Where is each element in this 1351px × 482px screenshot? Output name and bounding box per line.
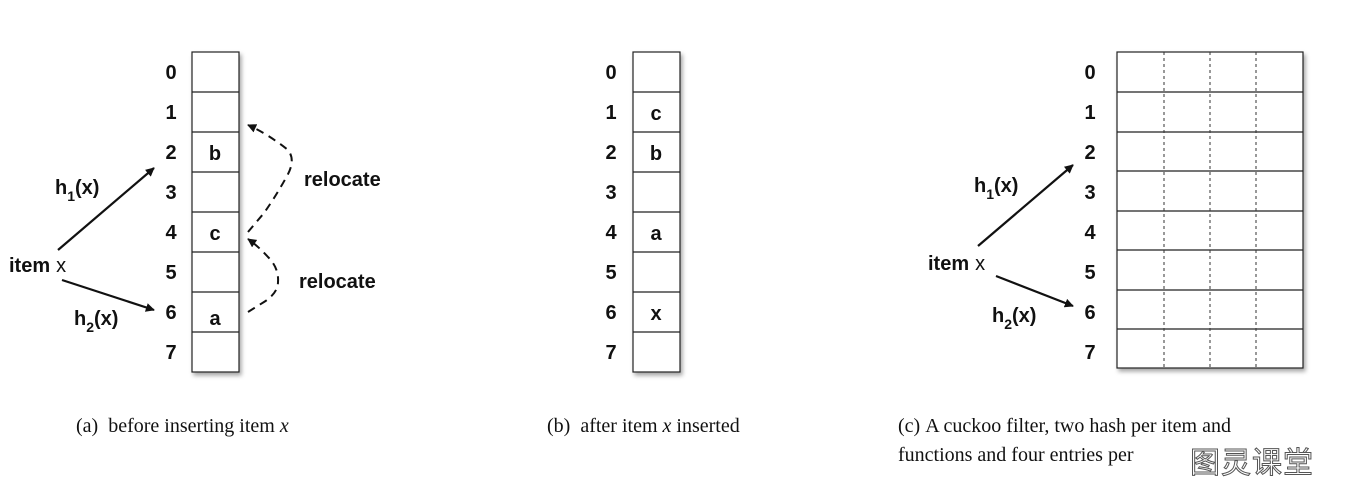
panel-b-cells: c b a x <box>650 103 663 325</box>
bucket-index: 3 <box>605 182 616 204</box>
caption-text: before inserting item <box>108 415 275 437</box>
h1-arrow <box>57 167 155 251</box>
h1-arrow <box>977 164 1074 247</box>
bucket-index: 7 <box>1084 342 1095 364</box>
relocate-arrow-lower <box>247 238 280 313</box>
bucket-index: 1 <box>605 102 616 124</box>
caption-b: (b) after item x inserted <box>547 412 740 441</box>
bucket-index: 5 <box>1084 262 1095 284</box>
bucket-index: 6 <box>605 302 616 324</box>
relocate-label: relocate <box>304 169 381 191</box>
bucket-index: 0 <box>165 62 176 84</box>
bucket-index: 0 <box>1084 62 1095 84</box>
bucket-index: 7 <box>165 342 176 364</box>
relocate-label: relocate <box>299 271 376 293</box>
caption-text: A cuckoo filter, two hash per item and <box>925 415 1231 437</box>
watermark: 图灵课堂 <box>1190 446 1314 482</box>
bucket-index: 4 <box>165 222 177 244</box>
panel-c-entry-dividers <box>1163 52 1257 368</box>
caption-a: (a) before inserting item x <box>76 412 289 441</box>
bucket-index: 7 <box>605 342 616 364</box>
panel-b-row-lines <box>633 91 680 333</box>
panel-a-cells: b c a <box>209 143 222 330</box>
caption-text: after item <box>580 415 658 437</box>
bucket-index: 1 <box>1084 102 1095 124</box>
bucket-index: 3 <box>165 182 176 204</box>
caption-text: functions and four entries per <box>898 444 1134 466</box>
caption-var: x <box>279 415 289 437</box>
bucket-index: 6 <box>165 302 176 324</box>
caption-text: inserted <box>676 415 740 437</box>
bucket-index: 0 <box>605 62 616 84</box>
caption-var: x <box>662 415 672 437</box>
panel-b: 0 1 2 3 4 5 6 7 c b a x <box>605 51 681 373</box>
panel-a-indices: 0 1 2 3 4 5 6 7 <box>165 62 177 364</box>
cell-value: a <box>209 308 221 330</box>
bucket-index: 2 <box>165 142 176 164</box>
bucket-index: 6 <box>1084 302 1095 324</box>
bucket-index: 5 <box>165 262 176 284</box>
bucket-index: 4 <box>1084 222 1096 244</box>
cell-value: b <box>209 143 221 165</box>
caption-label: (a) <box>76 415 99 437</box>
cell-value: a <box>650 223 662 245</box>
panel-a-row-lines <box>192 91 239 333</box>
h1-label: h1(x) <box>974 175 1018 202</box>
caption-label: (b) <box>547 415 571 437</box>
bucket-index: 3 <box>1084 182 1095 204</box>
h2-arrow <box>995 274 1074 308</box>
caption-c: (c) A cuckoo filter, two hash per item a… <box>898 412 1231 470</box>
bucket-index: 2 <box>1084 142 1095 164</box>
caption-label: (c) <box>898 415 921 437</box>
cell-value: c <box>650 103 661 125</box>
cell-value: x <box>650 303 661 325</box>
panel-c-indices: 0 1 2 3 4 5 6 7 <box>1084 62 1096 364</box>
h2-arrow <box>61 278 155 312</box>
cell-value: b <box>650 143 662 165</box>
relocate-arrow-upper <box>247 124 293 233</box>
bucket-index: 5 <box>605 262 616 284</box>
cell-value: c <box>209 223 220 245</box>
bucket-index: 1 <box>165 102 176 124</box>
h2-label: h2(x) <box>992 305 1036 332</box>
bucket-index: 2 <box>605 142 616 164</box>
h2-label: h2(x) <box>74 308 118 335</box>
panel-b-indices: 0 1 2 3 4 5 6 7 <box>605 62 617 364</box>
bucket-index: 4 <box>605 222 617 244</box>
h1-label: h1(x) <box>55 177 99 204</box>
